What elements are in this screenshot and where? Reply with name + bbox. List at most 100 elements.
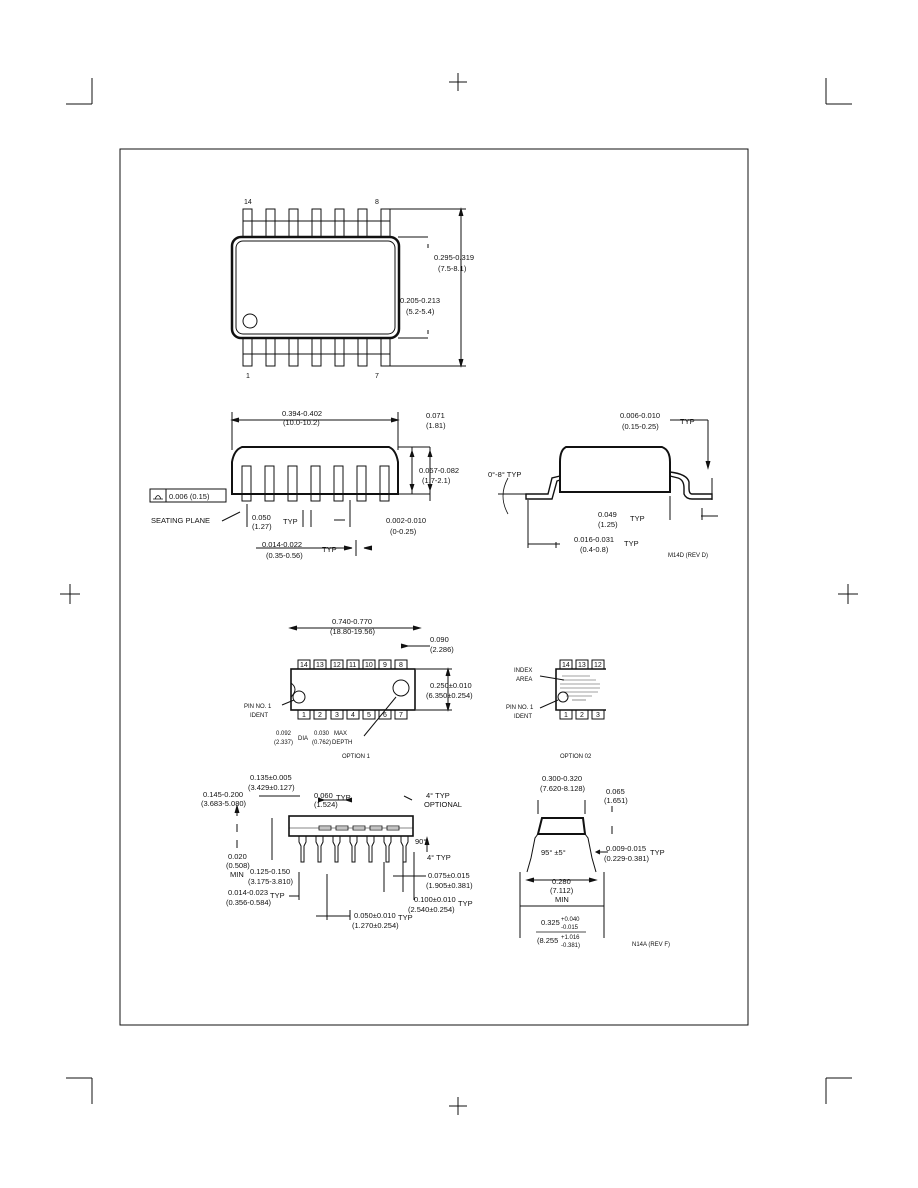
dip-side-e-in: 0.125-0.150 <box>250 867 290 876</box>
dip-pin-top-6: 8 <box>399 662 403 669</box>
dip-depth-in: 0.030 <box>314 731 330 737</box>
dip-pin-bot-5: 6 <box>383 712 387 719</box>
dip-side-90: 90° <box>415 837 426 846</box>
dip-end-ang: 95° ±5° <box>541 848 566 857</box>
dip-end-w-mm: (7.620-8.128) <box>540 784 586 793</box>
opt2-pin1-a: PIN NO. 1 <box>506 705 534 711</box>
dip-end-s-mmhi: +1.016 <box>561 935 580 941</box>
so14-standoff-mm: (0-0.25) <box>390 527 417 536</box>
so14-length-in: 0.394-0.402 <box>282 409 322 418</box>
dip-side-b-in: 0.145-0.200 <box>203 790 243 799</box>
dip14-top-view-option1: 14 13 12 11 10 9 8 1 2 3 4 5 6 7 0.740-0… <box>244 617 473 760</box>
dip-opt2: OPTION 02 <box>560 754 592 760</box>
opt2-pin-bot-0: 1 <box>564 712 568 719</box>
dip14-end-view: 0.300-0.320 (7.620-8.128) 0.065 (1.651) … <box>519 774 670 949</box>
so14-leadw-mm: (0.35-0.56) <box>266 551 303 560</box>
so14-seated-mm: (1.7-2.1) <box>422 476 451 485</box>
so14-thick-typ: TYP <box>680 417 695 426</box>
dip-side-c-in: 0.060 <box>314 791 333 800</box>
dip-side-d-mm: (0.508) <box>226 861 250 870</box>
dip-depth-lbl: DEPTH <box>332 740 352 746</box>
dip-end-t-mm: (0.229-0.381) <box>604 854 650 863</box>
so14-side-body <box>231 446 399 495</box>
dip-side-d-in: 0.020 <box>228 852 247 861</box>
index-a: INDEX <box>514 668 532 674</box>
dip-side-f-mm: (1.905±0.381) <box>426 881 473 890</box>
dip-pin-bot-6: 7 <box>399 712 403 719</box>
dip-end-a-in: 0.065 <box>606 787 625 796</box>
dip-side-ang: 4° TYP <box>426 791 450 800</box>
dip-end-s-mm: (8.255 <box>537 936 558 945</box>
dip-end-mm: (2.286) <box>430 645 454 654</box>
dip-rad-dia: DIA <box>298 736 308 742</box>
dip-pin-top-2: 12 <box>333 662 341 669</box>
dip-side-a-in: 0.135±0.005 <box>250 773 292 782</box>
so14-height-in: 0.071 <box>426 411 445 420</box>
dip-side-a-mm: (3.429±0.127) <box>248 783 295 792</box>
so14-drawing-code: M14D (REV D) <box>668 553 708 559</box>
so14-standoff-in: 0.002-0.010 <box>386 516 426 525</box>
drawing-frame <box>119 148 749 1026</box>
dip-side-h-typ: TYP <box>458 899 473 908</box>
so14-r-mm: (1.25) <box>598 520 618 529</box>
so14-pin-14-label: 14 <box>244 199 252 206</box>
dip-side-ang2: OPTIONAL <box>424 800 462 809</box>
so14-seated-in: 0.067-0.082 <box>419 466 459 475</box>
dip-side-c-mm: (1.524) <box>314 800 338 809</box>
so14-top-leads <box>242 208 391 367</box>
dip-side-h-mm: (2.540±0.254) <box>408 905 455 914</box>
so14-width-in: 0.295-0.319 <box>434 253 474 262</box>
dip-end-s-tolhi: +0.040 <box>561 917 580 923</box>
dip-depth-max: MAX <box>334 731 347 737</box>
dip-pin1-b: IDENT <box>250 713 268 719</box>
so14-pin-8-label: 8 <box>375 199 379 206</box>
so14-body-outer <box>230 235 401 340</box>
so14-top-view: 14 8 1 7 0.295-0.319 (7.5-8.1) 0.205-0.2… <box>230 199 474 380</box>
dip-pin-top-5: 9 <box>383 662 387 669</box>
so14-seating-plane: SEATING PLANE <box>151 516 210 525</box>
dip14-side-pins <box>298 825 409 863</box>
dip-rad-mm: (2.337) <box>274 740 293 746</box>
crop-marks <box>60 73 858 1115</box>
so14-body-mm: (5.2-5.4) <box>406 307 435 316</box>
dip-len-in: 0.740-0.770 <box>332 617 372 626</box>
dip-opt1: OPTION 1 <box>342 754 371 760</box>
so14-leadw-typ: TYP <box>322 545 337 554</box>
dip-side-b-mm: (3.683-5.080) <box>201 799 247 808</box>
dip-side-g-mm: (0.356-0.584) <box>226 898 272 907</box>
so14-foot-in: 0.016-0.031 <box>574 535 614 544</box>
so14-length-mm: (10.0-10.2) <box>283 418 320 427</box>
index-b: AREA <box>516 677 532 683</box>
dip-pin-top-4: 10 <box>365 662 373 669</box>
dip-side-d-min: MIN <box>230 870 244 879</box>
dip-drawing-code: N14A (REV F) <box>632 942 670 948</box>
so14-leadw-in: 0.014-0.022 <box>262 540 302 549</box>
opt2-pin-top-2: 12 <box>594 662 602 669</box>
so14-flatness: 0.006 (0.15) <box>169 492 210 501</box>
dip-end-in: 0.090 <box>430 635 449 644</box>
so14-pitch-typ: TYP <box>283 517 298 526</box>
so14-height-mm: (1.81) <box>426 421 446 430</box>
so14-side-view: 0.394-0.402 (10.0-10.2) 0.071 (1.81) 0.0… <box>149 409 459 560</box>
so14-pitch-mm: (1.27) <box>252 522 272 531</box>
opt2-pin-bot-1: 2 <box>580 712 584 719</box>
dip14-top-view-option2: 14 13 12 1 2 3 INDEX AREA PIN NO. 1 IDEN… <box>506 659 606 760</box>
dip-end-s-in: 0.325 <box>541 918 560 927</box>
so14-end-view: 0.006-0.010 (0.15-0.25) TYP 0°-8° TYP 0.… <box>488 411 718 559</box>
so14-r-typ: TYP <box>630 514 645 523</box>
so14-body-inner <box>235 240 396 335</box>
dip-len-mm: (18.80-19.56) <box>330 627 376 636</box>
so14-side-leads <box>241 465 390 502</box>
opt2-pin-bot-2: 3 <box>596 712 600 719</box>
flatness-frame <box>149 488 227 503</box>
so14-width-mm: (7.5-8.1) <box>438 264 467 273</box>
dip-end-s-mmlo: -0.381) <box>561 943 580 949</box>
dip-side-h-in: 0.100±0.010 <box>414 895 456 904</box>
opt2-pin-top-1: 13 <box>578 662 586 669</box>
so14-pin-7-label: 7 <box>375 373 379 380</box>
dip-pin-bot-3: 4 <box>351 712 355 719</box>
so14-thick-in: 0.006-0.010 <box>620 411 660 420</box>
so14-foot-mm: (0.4-0.8) <box>580 545 609 554</box>
opt2-pin-top-0: 14 <box>562 662 570 669</box>
dip-end-t-in: 0.009-0.015 <box>606 844 646 853</box>
